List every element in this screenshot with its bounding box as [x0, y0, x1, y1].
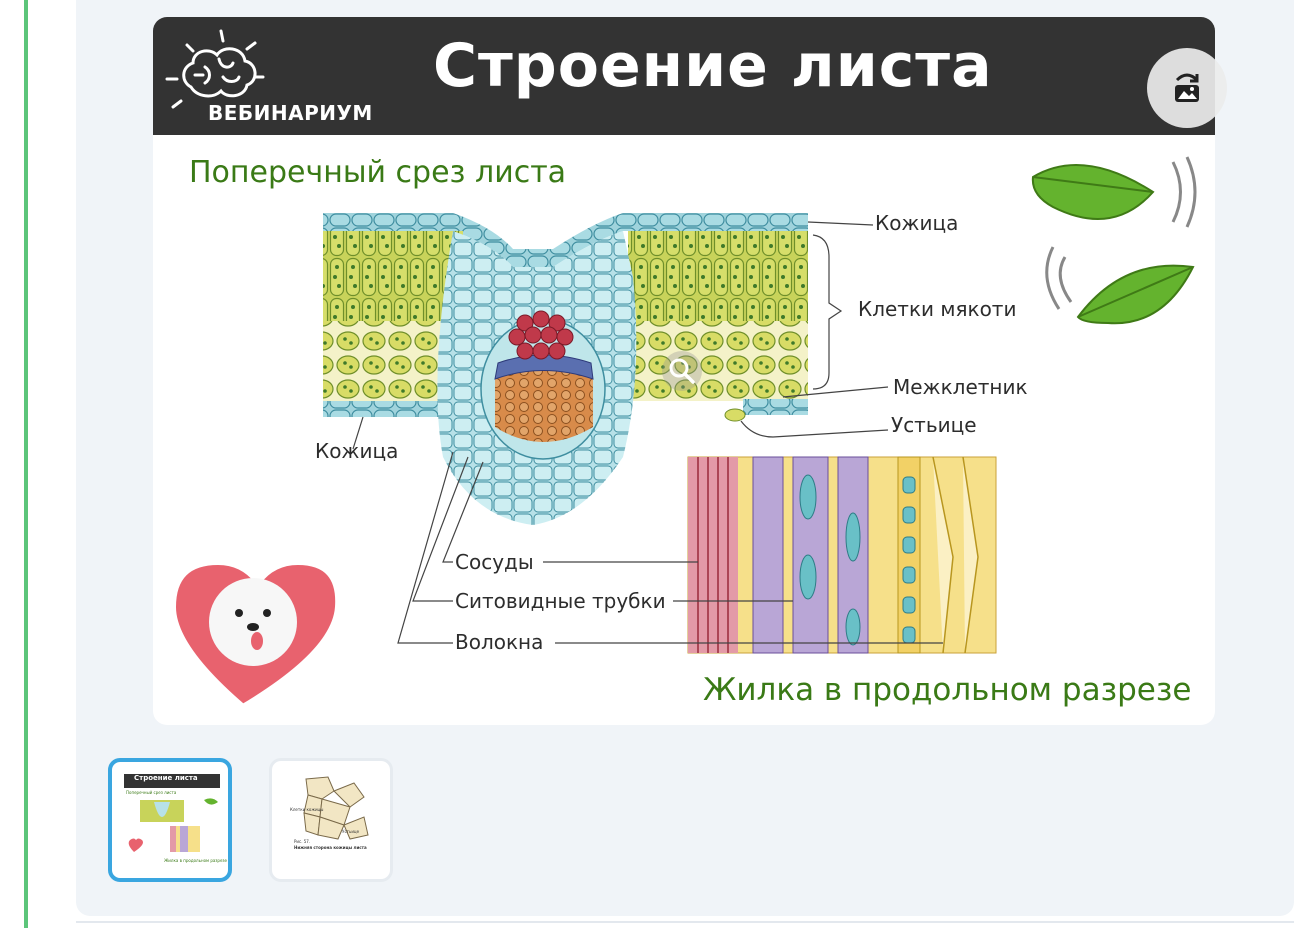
thumbnail-slide-1[interactable]: Строение листа Поперечный срез листа Жил…	[108, 758, 232, 882]
thumbnail-label: Рис. 57.	[294, 839, 311, 844]
leaf-icon	[1031, 156, 1197, 325]
slide-title: Строение листа	[433, 31, 993, 101]
label-epidermis-bottom: Кожица	[315, 439, 399, 463]
thumbnail-slide-2[interactable]: Клетки кожицы Устьице Рис. 57. Нижняя ст…	[269, 758, 393, 882]
thumbnail-preview	[284, 773, 382, 869]
thumbnail-label: Устьице	[342, 829, 360, 834]
label-fibers: Волокна	[455, 630, 544, 654]
slide-header-bar: ВЕБИНАРИУМ Строение листа	[153, 17, 1215, 135]
label-epidermis-top: Кожица	[875, 211, 959, 235]
label-sieve-tubes: Ситовидные трубки	[455, 589, 666, 613]
label-stoma: Устьице	[891, 413, 977, 437]
brain-logo-icon	[165, 29, 265, 109]
thumbnail-label: Нижняя сторона кожицы листа	[294, 845, 367, 850]
thumbnail-label: Клетки кожицы	[290, 807, 324, 812]
brand-name: ВЕБИНАРИУМ	[208, 101, 373, 125]
dog-heart-sticker	[169, 558, 342, 711]
image-swap-button[interactable]	[1147, 48, 1227, 128]
panel-bottom-divider	[76, 921, 1294, 923]
label-vessels: Сосуды	[455, 550, 534, 574]
cross-section-title: Поперечный срез листа	[189, 155, 567, 190]
longitudinal-section-title: Жилка в продольном разрезе	[703, 672, 1192, 708]
slide-main-image[interactable]: ВЕБИНАРИУМ Строение листа Поперечный сре…	[153, 17, 1215, 725]
magnifier-icon[interactable]	[662, 351, 702, 391]
thumbnail-preview	[128, 798, 218, 852]
left-accent-rule	[24, 0, 28, 928]
image-swap-icon	[1175, 73, 1199, 102]
label-intercellular: Межклетник	[893, 375, 1028, 399]
thumbnail-label: Поперечный срез листа	[126, 790, 177, 795]
thumbnail-title: Строение листа	[134, 774, 198, 782]
leaf-cross-section-diagram	[169, 156, 1197, 711]
label-mesophyll: Клетки мякоти	[858, 297, 1017, 321]
thumbnail-label: Жилка в продольном разрезе	[164, 858, 228, 863]
